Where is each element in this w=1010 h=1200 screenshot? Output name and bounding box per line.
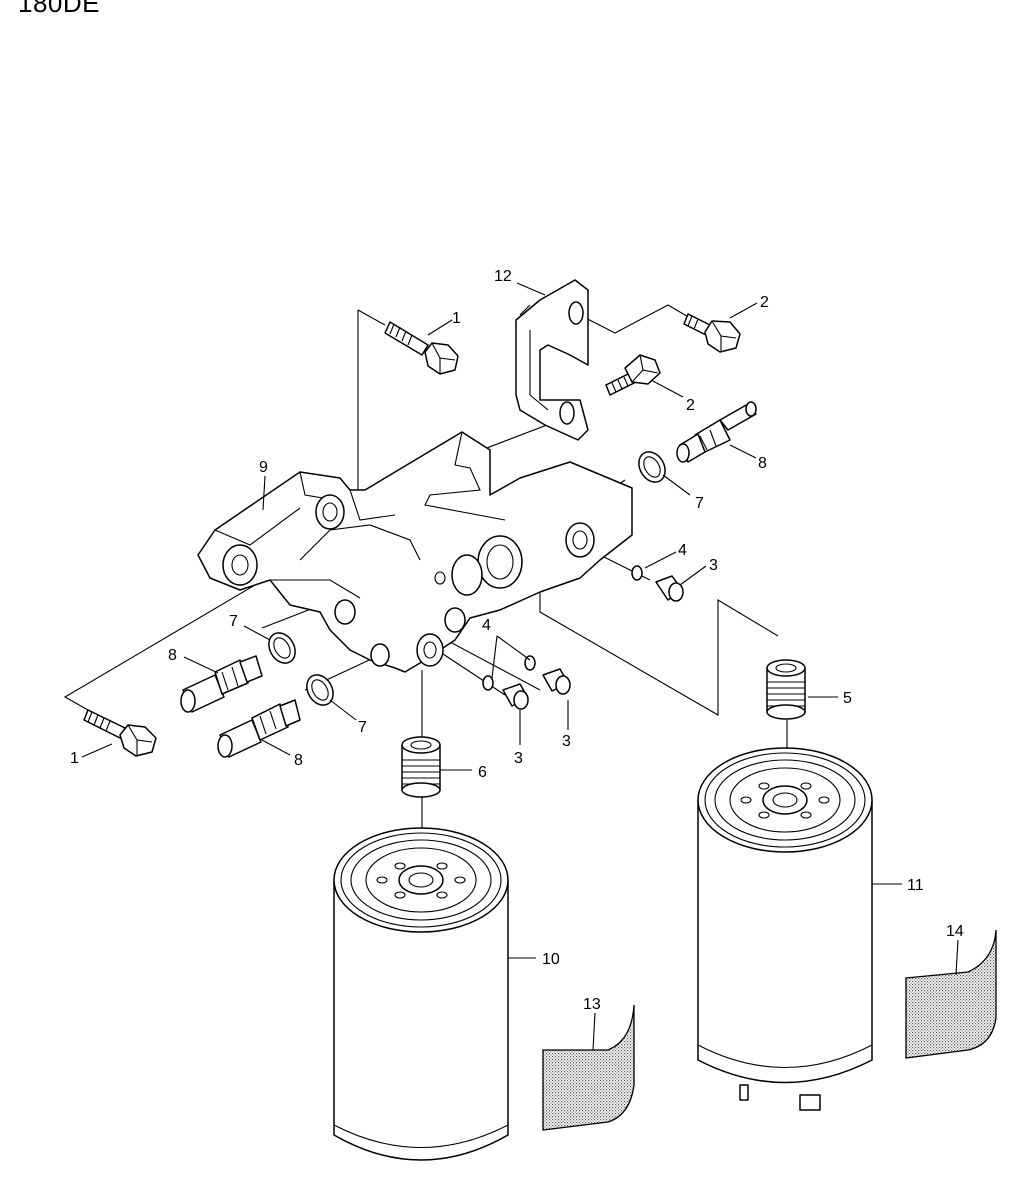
- filter-10-left: [333, 827, 509, 1161]
- callout-9: 9: [259, 459, 268, 476]
- callout-8-left-upper: 8: [168, 647, 177, 664]
- plug-3-right: [655, 575, 684, 602]
- callout-7-left-lower: 7: [358, 719, 367, 736]
- oring-4-mid: [482, 655, 536, 691]
- filter-head: [197, 431, 633, 673]
- mount-boss-mid: [315, 494, 345, 530]
- callout-7-left-upper: 7: [229, 613, 238, 630]
- callout-6: 6: [478, 764, 487, 781]
- callout-2-upper: 2: [760, 294, 769, 311]
- callout-2-lower: 2: [686, 397, 695, 414]
- washer-7-left-upper: [268, 632, 296, 664]
- fitting-8-left-lower: [217, 699, 301, 758]
- oring-4-right: [631, 565, 643, 581]
- callout-5: 5: [843, 690, 852, 707]
- washer-7-left-lower: [306, 674, 334, 706]
- port-right: [565, 522, 595, 558]
- callout-3-right: 3: [709, 557, 718, 574]
- bolt-1-bottom: [83, 709, 157, 757]
- label-13: [542, 1004, 635, 1131]
- callout-7-right: 7: [695, 495, 704, 512]
- callout-8-right: 8: [758, 455, 767, 472]
- label-14: [905, 929, 997, 1059]
- callout-numbers: 1 1 2 2 3 3 3 4 4 5 6 7 7 7 8 8 8 9 10 1…: [70, 268, 964, 1013]
- filter-11-right: [697, 747, 873, 1111]
- fitting-8-left-upper: [180, 655, 263, 713]
- callout-13: 13: [583, 996, 601, 1013]
- bracket: [515, 279, 589, 441]
- plug-3-lower: [542, 668, 571, 695]
- callout-1-bottom: 1: [70, 750, 79, 767]
- callout-4-mid: 4: [482, 617, 491, 634]
- nipple-5: [766, 659, 806, 720]
- callout-leaders: [81, 282, 959, 1051]
- nipple-6: [401, 736, 441, 798]
- mount-boss-left: [222, 544, 258, 586]
- callout-1-top: 1: [452, 310, 461, 327]
- fitting-8-right: [676, 401, 757, 463]
- callout-11: 11: [907, 877, 924, 894]
- callout-14: 14: [946, 923, 964, 940]
- bolt-2-lower: [605, 354, 661, 396]
- plug-3-mid: [502, 683, 529, 710]
- diagram-title: 180DE: [18, 0, 100, 18]
- washer-7-right: [638, 451, 666, 483]
- bracket-hole-lower: [559, 401, 575, 425]
- callout-10: 10: [542, 951, 560, 968]
- port-large: [477, 535, 523, 589]
- callout-3-lower: 3: [562, 733, 571, 750]
- callout-8-left-lower: 8: [294, 752, 303, 769]
- callout-12: 12: [494, 268, 512, 285]
- bolt-1-top: [384, 321, 459, 375]
- callout-3-mid: 3: [514, 750, 523, 767]
- bolt-2-upper: [683, 313, 741, 353]
- bracket-hole-upper: [568, 301, 584, 325]
- callout-4-right: 4: [678, 542, 687, 559]
